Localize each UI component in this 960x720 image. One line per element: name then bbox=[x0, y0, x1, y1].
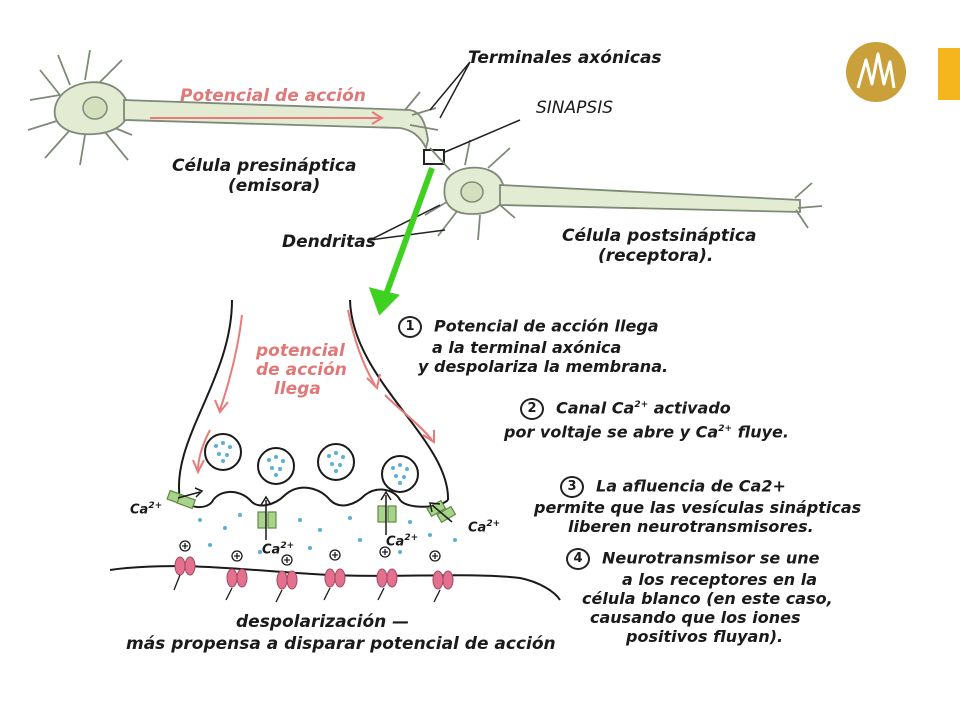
label-postsinaptica-1: Célula postsináptica bbox=[562, 226, 757, 246]
label-ca-mid: Ca2+ bbox=[262, 541, 295, 558]
label-ca-right-2: Ca2+ bbox=[468, 519, 501, 536]
postsynaptic-neuron bbox=[424, 139, 823, 241]
label-sinapsis: SINAPSIS bbox=[536, 98, 613, 118]
presynaptic-neuron bbox=[27, 49, 439, 166]
accent-bar bbox=[938, 48, 960, 100]
label-ca-left: Ca2+ bbox=[130, 501, 163, 518]
label-pot-llega-1: potencial bbox=[256, 341, 345, 361]
label-postsinaptica-2: (receptora). bbox=[598, 246, 714, 266]
logo-icon bbox=[846, 42, 906, 102]
label-dendritas: Dendritas bbox=[282, 232, 376, 252]
label-pot-llega: potencial de acción llega bbox=[254, 342, 347, 399]
label-despol-2: más propensa a disparar potencial de acc… bbox=[126, 634, 556, 654]
vesicles bbox=[204, 433, 419, 493]
label-potencial: Potencial de acción bbox=[180, 86, 366, 106]
calcium-channels bbox=[166, 489, 457, 529]
synapse-box bbox=[423, 149, 445, 165]
label-terminales: Terminales axónicas bbox=[468, 48, 662, 68]
label-pot-llega-3: llega bbox=[274, 379, 321, 399]
receptors bbox=[174, 556, 454, 590]
label-pot-llega-2: de acción bbox=[256, 360, 347, 380]
label-presinaptica-2: (emisora) bbox=[228, 176, 321, 196]
label-despol-1: despolarización — bbox=[236, 612, 410, 632]
label-ca-right-1: Ca2+ bbox=[386, 533, 419, 550]
label-presinaptica-1: Célula presináptica bbox=[172, 156, 357, 176]
